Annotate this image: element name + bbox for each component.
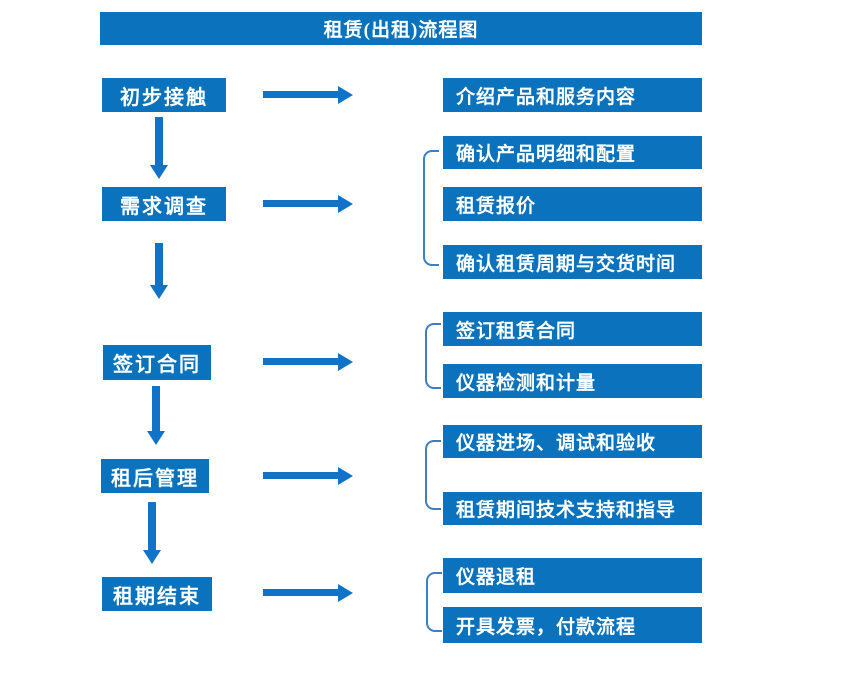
down-arrow-icon — [152, 386, 160, 431]
right-arrow-icon — [263, 358, 338, 365]
group-bracket — [423, 150, 439, 266]
detail-box: 开具发票，付款流程 — [443, 607, 702, 643]
group-bracket — [425, 440, 441, 510]
group-bracket — [426, 572, 442, 632]
detail-box: 签订租赁合同 — [443, 312, 702, 346]
title-bar: 租赁(出租)流程图 — [100, 12, 702, 45]
down-arrow-icon — [155, 243, 163, 285]
right-arrow-icon — [263, 472, 338, 479]
group-bracket — [425, 323, 441, 389]
detail-box: 确认租赁周期与交货时间 — [443, 245, 702, 279]
detail-box: 租赁期间技术支持和指导 — [443, 492, 702, 525]
right-arrow-icon — [263, 200, 338, 207]
detail-box: 仪器进场、调试和验收 — [443, 425, 702, 458]
detail-box: 确认产品明细和配置 — [443, 136, 702, 169]
step-box-post-rental-management: 租后管理 — [101, 459, 209, 493]
step-box-demand-survey: 需求调查 — [102, 187, 226, 221]
detail-box: 仪器检测和计量 — [443, 364, 702, 398]
detail-box: 租赁报价 — [443, 187, 702, 221]
page-title: 租赁(出租)流程图 — [323, 20, 479, 41]
detail-box: 仪器退租 — [443, 558, 702, 593]
down-arrow-icon — [155, 117, 163, 165]
step-box-lease-end: 租期结束 — [102, 577, 212, 611]
step-box-sign-contract: 签订合同 — [103, 345, 211, 380]
step-box-initial-contact: 初步接触 — [102, 78, 226, 112]
right-arrow-icon — [263, 589, 338, 596]
right-arrow-icon — [263, 91, 338, 98]
detail-box: 介绍产品和服务内容 — [443, 78, 702, 112]
down-arrow-icon — [148, 502, 156, 550]
